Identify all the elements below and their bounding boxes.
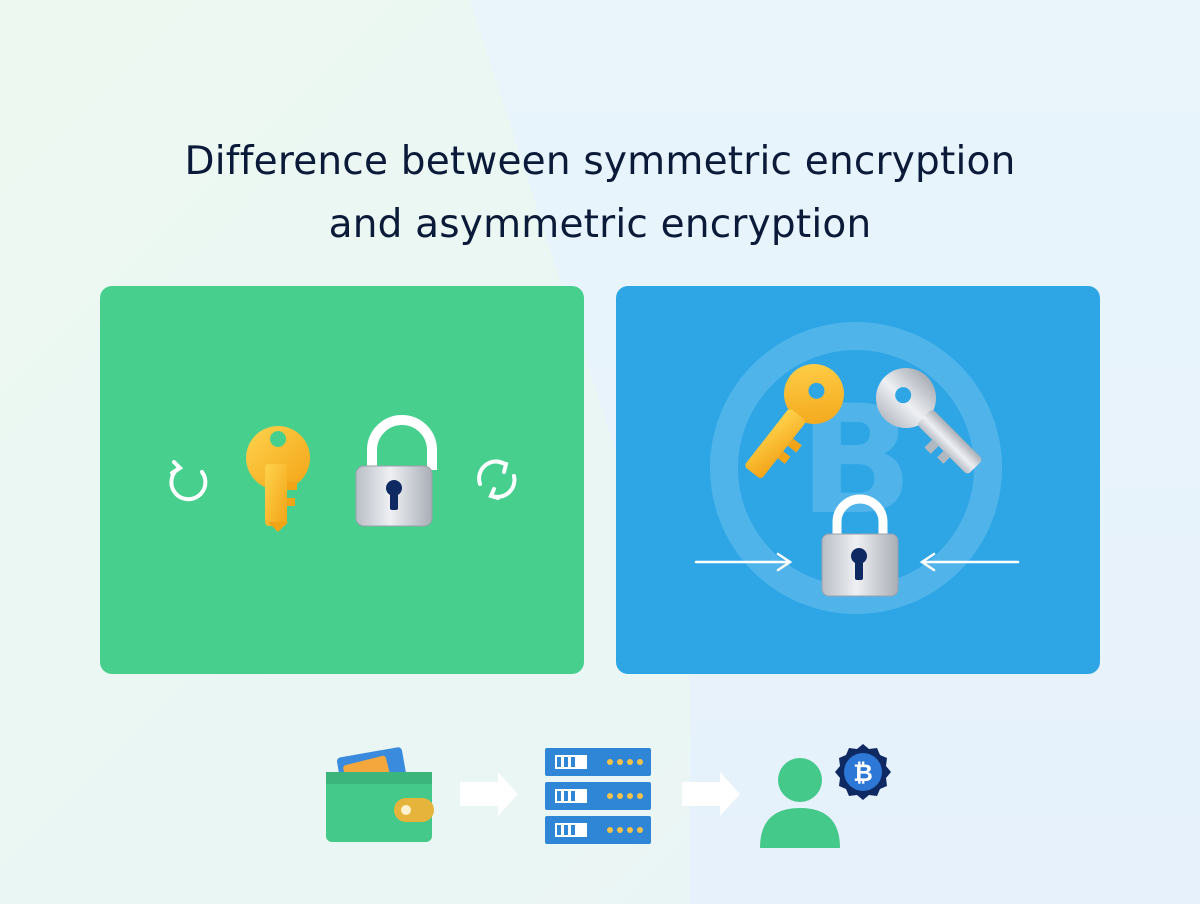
arrow-left-icon [919, 552, 1020, 572]
asymmetric-encryption-panel: B [616, 286, 1100, 674]
gold-key-icon [745, 364, 844, 478]
server-stack-icon [545, 748, 651, 844]
arrow-right-icon [460, 772, 518, 816]
wallet-icon [326, 747, 434, 842]
gold-key-icon [246, 426, 311, 532]
padlock-icon [821, 494, 899, 597]
symmetric-encryption-panel [100, 286, 584, 674]
user-icon [760, 758, 840, 848]
page-title: Difference between symmetric encryption … [0, 130, 1200, 256]
title-line-2: and asymmetric encryption [328, 202, 872, 248]
padlock-icon [355, 415, 437, 527]
title-line-1: Difference between symmetric encryption [184, 139, 1016, 185]
bitcoin-watermark-icon: B [710, 322, 1002, 614]
bitcoin-symbol: ₿ [853, 759, 873, 787]
refresh-right-icon [477, 459, 517, 500]
arrow-right-icon [694, 552, 793, 572]
transaction-flow: ₿ [0, 720, 1200, 904]
bitcoin-badge-icon: ₿ [835, 744, 891, 800]
silver-key-icon [876, 368, 982, 474]
arrow-right-icon [682, 772, 740, 816]
refresh-left-icon [169, 460, 208, 502]
